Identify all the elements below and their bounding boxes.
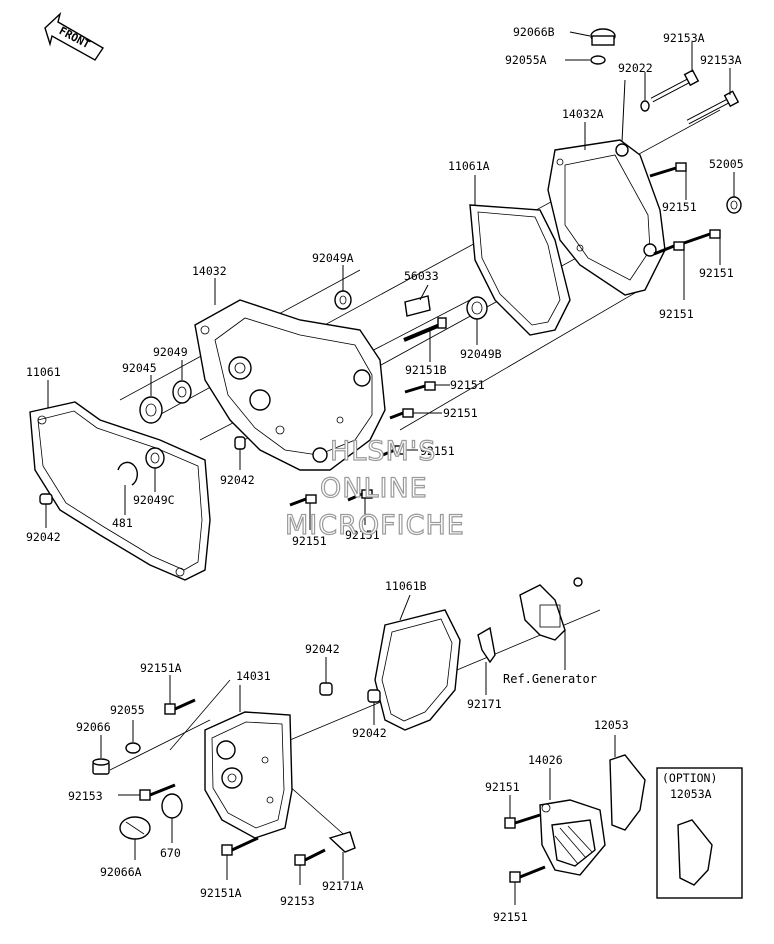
bearing-92045 <box>139 396 163 424</box>
washer-92022 <box>640 100 650 112</box>
bolt-92153-b <box>294 848 326 866</box>
cap-92066B <box>590 28 616 46</box>
gasket-11061A <box>469 204 571 336</box>
oring-92055 <box>125 742 141 754</box>
bolt-92151-m4 <box>289 494 317 507</box>
label-92151A-1: 92151A <box>140 661 182 675</box>
label-14032A: 14032A <box>562 107 604 121</box>
label-92151-m5: 92151 <box>345 528 380 542</box>
bearing-92049 <box>172 380 192 404</box>
watermark-line3: MICROFICHE <box>285 510 465 541</box>
cap-92066A <box>119 816 151 840</box>
label-92151B: 92151B <box>405 363 447 377</box>
label-92151-m3: 92151 <box>420 444 455 458</box>
dowel-92042-c <box>319 682 333 696</box>
label-option: (OPTION) <box>662 771 717 785</box>
label-11061A: 11061A <box>448 159 490 173</box>
label-ref-generator: Ref.Generator <box>503 672 597 686</box>
label-92066A: 92066A <box>100 865 142 879</box>
label-92049A: 92049A <box>312 251 354 265</box>
label-11061B: 11061B <box>385 579 427 593</box>
dowel-92042-b <box>39 493 53 505</box>
label-92151-m4: 92151 <box>292 534 327 548</box>
label-92151-r3: 92151 <box>659 307 694 321</box>
label-12053A: 12053A <box>670 787 712 801</box>
label-92042-a: 92042 <box>220 473 255 487</box>
label-92042-b: 92042 <box>26 530 61 544</box>
generator-bracket <box>519 577 583 641</box>
label-92042-c: 92042 <box>305 642 340 656</box>
bolt-92151-r1 <box>649 162 687 178</box>
bolt-92151-l2 <box>509 865 546 883</box>
circlip-481 <box>117 461 138 486</box>
label-92153: 92153 <box>68 789 103 803</box>
watermark-line2: ONLINE <box>320 473 428 504</box>
bolt-92151-m1 <box>404 381 436 394</box>
label-92049C: 92049C <box>133 493 175 507</box>
label-14026: 14026 <box>528 753 563 767</box>
label-92153A-1: 92153A <box>663 31 705 45</box>
label-92049: 92049 <box>153 345 188 359</box>
bolt-92151-m5 <box>347 489 373 502</box>
seal-92049B <box>466 296 488 320</box>
oring-670 <box>161 793 183 819</box>
bolt-92151-m2 <box>389 408 414 420</box>
front-arrow-icon: FRONT <box>44 11 104 61</box>
label-14031: 14031 <box>236 669 271 683</box>
bolt-92151B <box>403 317 447 342</box>
label-92066B: 92066B <box>513 25 555 39</box>
label-92045: 92045 <box>122 361 157 375</box>
dowel-92042-a <box>234 436 246 450</box>
label-92171A: 92171A <box>322 879 364 893</box>
label-92066: 92066 <box>76 720 111 734</box>
label-481: 481 <box>112 516 133 530</box>
label-plate-56033 <box>404 295 431 317</box>
label-92151-r2: 92151 <box>699 266 734 280</box>
label-92151-m1: 92151 <box>450 378 485 392</box>
seal-92049A <box>334 290 352 310</box>
plug-52005 <box>726 196 742 214</box>
guard-12053 <box>609 754 646 831</box>
gasket-11061B <box>374 609 461 731</box>
label-14032: 14032 <box>192 264 227 278</box>
label-92151A-2: 92151A <box>200 886 242 900</box>
label-92055: 92055 <box>110 703 145 717</box>
dowel-92042-d <box>367 689 381 703</box>
label-670: 670 <box>160 846 181 860</box>
label-92153-b: 92153 <box>280 894 315 908</box>
clutch-cover-outer-14032A <box>547 139 666 296</box>
label-11061: 11061 <box>26 365 61 379</box>
label-92171: 92171 <box>467 697 502 711</box>
clamp-92171 <box>477 626 496 664</box>
label-92022: 92022 <box>618 61 653 75</box>
label-92055A: 92055A <box>505 53 547 67</box>
watermark: HLSM'S ONLINE MICROFICHE <box>284 435 465 541</box>
label-92151-l2: 92151 <box>493 910 528 924</box>
guard-12053A <box>677 819 713 886</box>
label-92042-d: 92042 <box>352 726 387 740</box>
gasket-11061 <box>29 401 211 581</box>
watermark-line1: HLSM'S <box>330 436 436 467</box>
bolt-92153A-1 <box>650 69 700 103</box>
label-92153A-2: 92153A <box>700 53 742 67</box>
label-92151-l1: 92151 <box>485 780 520 794</box>
bolt-92151-r2 <box>683 229 721 245</box>
crankcase-cover-14032 <box>194 299 386 471</box>
bolt-92151A-2 <box>221 836 259 856</box>
label-56033: 56033 <box>404 269 439 283</box>
oring-92055A <box>590 55 606 65</box>
plug-92066 <box>92 758 110 775</box>
label-92151-r1: 92151 <box>662 200 697 214</box>
label-92049B: 92049B <box>460 347 502 361</box>
bolt-92153A-2 <box>686 90 740 125</box>
label-92151-m2: 92151 <box>443 406 478 420</box>
label-12053: 12053 <box>594 718 629 732</box>
clamp-92171A <box>328 831 356 853</box>
cover-14031 <box>204 711 293 839</box>
label-52005: 52005 <box>709 157 744 171</box>
seal-92049C <box>145 447 165 469</box>
sprocket-cover-14026 <box>539 799 606 876</box>
bolt-92151-r3 <box>653 241 685 256</box>
